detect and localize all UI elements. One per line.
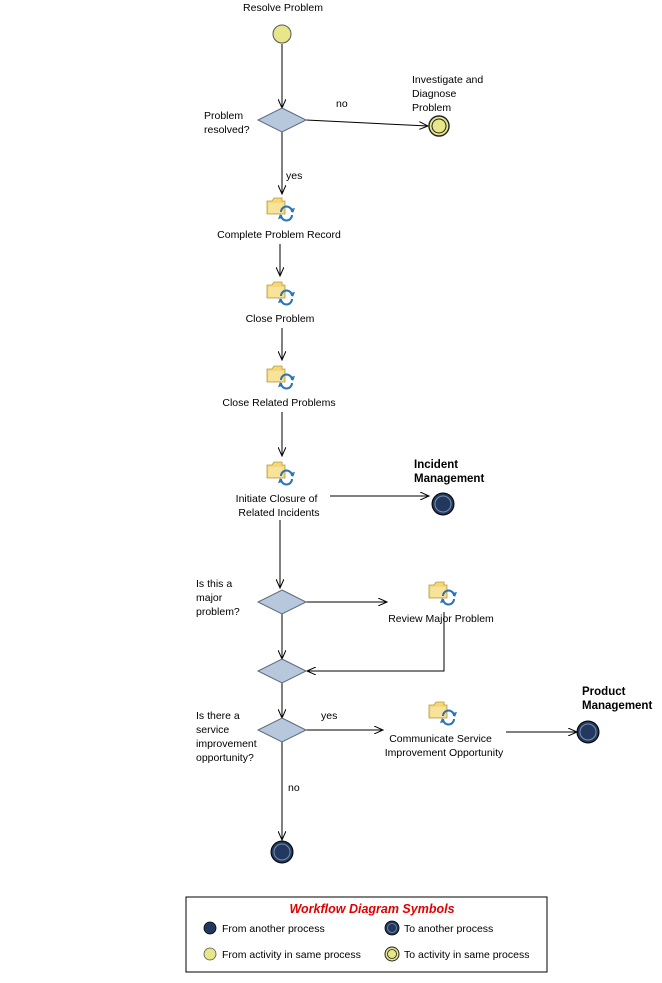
task-label: Communicate Service Improvement Opportun… [385,733,504,759]
decision-major-problem[interactable]: Is this a major problem? [196,578,308,618]
legend-from-same: From activity in same process [222,949,361,961]
decision-improvement-opportunity[interactable]: Is there a service improvement opportuni… [196,710,308,764]
task-label: Review Major Problem [388,613,494,625]
task-label: Initiate Closure of Related Incidents [236,493,321,519]
decision-problem-resolved[interactable]: Problem resolved? [204,107,308,136]
task-review-major-problem[interactable]: Review Major Problem [388,581,494,625]
product-management-label: Product Management [582,686,652,712]
task-close-problem[interactable]: Close Problem [246,281,315,325]
end-node[interactable] [270,840,294,864]
incident-management-node[interactable]: Incident Management [414,459,484,516]
decision-improvement-label: Is there a service improvement opportuni… [196,710,260,764]
edge-review-to-merge [307,612,445,671]
legend-from-another: From another process [222,923,325,935]
task-icon [266,197,296,222]
decision-diamond [256,717,308,743]
task-complete-problem-record[interactable]: Complete Problem Record [217,197,341,241]
investigate-label: Investigate and Diagnose Problem [412,74,486,114]
legend-to-process-icon [384,920,400,936]
decision-resolved-label: Problem resolved? [204,110,250,136]
legend-from-activity-icon [203,947,217,961]
merge-diamond[interactable] [256,658,308,684]
legend: Workflow Diagram Symbols From another pr… [185,896,548,973]
legend-to-another: To another process [404,923,493,935]
start-label: Resolve Problem [243,2,323,14]
legend-box [185,896,548,973]
task-communicate-improvement[interactable]: Communicate Service Improvement Opportun… [385,701,504,759]
edge-label-no: no [288,782,300,794]
edge-label-no: no [336,98,348,110]
task-icon [266,281,296,306]
from-activity-circle [272,24,292,44]
investigate-node[interactable]: Investigate and Diagnose Problem [412,74,486,137]
task-initiate-closure[interactable]: Initiate Closure of Related Incidents [236,461,321,519]
task-icon [428,701,458,726]
decision-diamond [256,589,308,615]
incident-management-label: Incident Management [414,459,484,485]
task-label: Close Related Problems [222,397,335,409]
legend-title: Workflow Diagram Symbols [289,902,454,916]
edge-label-yes: yes [286,170,302,182]
edge-resolved-no [305,119,428,126]
decision-diamond [256,107,308,133]
task-label: Close Problem [246,313,315,325]
task-icon [428,581,458,606]
decision-major-label: Is this a major problem? [196,578,240,618]
edge-label-yes: yes [321,710,337,722]
task-close-related-problems[interactable]: Close Related Problems [222,365,336,409]
legend-to-activity-icon [384,946,400,962]
product-management-node[interactable]: Product Management [576,686,652,744]
task-label: Complete Problem Record [217,229,341,241]
legend-to-same: To activity in same process [404,949,529,961]
start-node[interactable]: Resolve Problem [243,2,323,44]
edges [280,44,577,840]
task-icon [266,365,296,390]
task-icon [266,461,296,486]
legend-from-process-icon [203,921,217,935]
